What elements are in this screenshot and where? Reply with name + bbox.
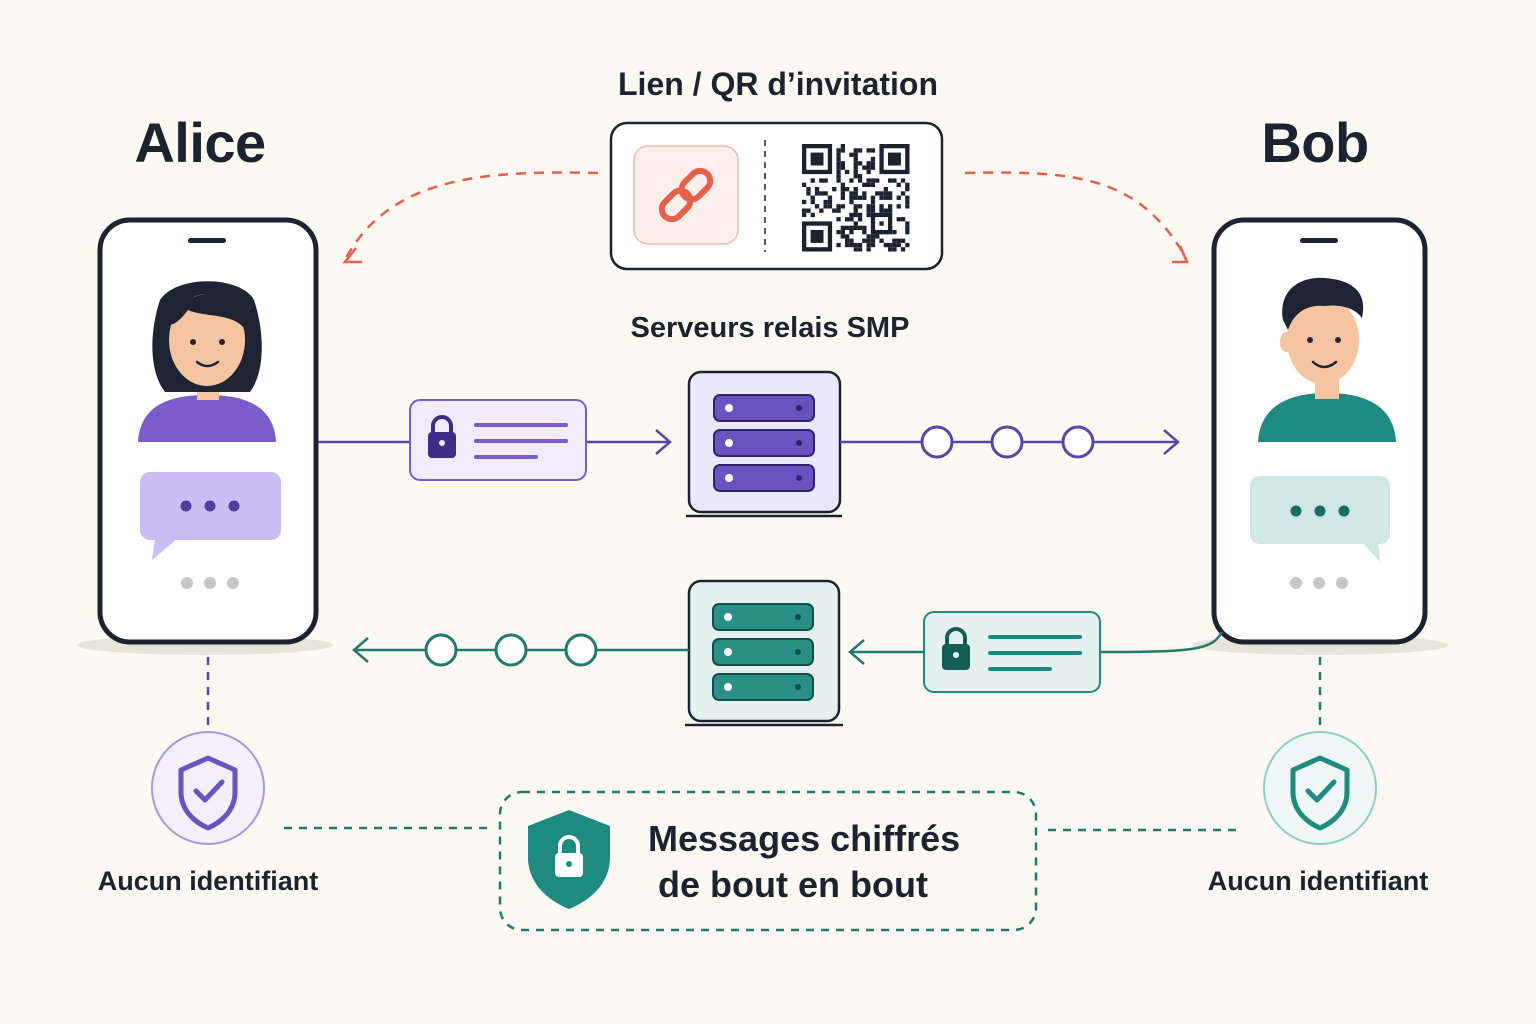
relay-title: Serveurs relais SMP <box>630 312 910 344</box>
alice-chat-bubble <box>140 472 281 560</box>
bob-no-identifier-label: Aucun identifiant <box>1207 866 1429 896</box>
encrypted-message-icon <box>923 611 1101 693</box>
bob-chat-bubble <box>1250 476 1390 562</box>
link-icon[interactable] <box>633 145 739 245</box>
lock-shield-icon <box>528 810 610 909</box>
alice-phone <box>77 217 333 655</box>
invite-arrow-to-bob <box>964 171 1188 259</box>
e2e-line-2: de bout en bout <box>658 864 928 905</box>
bob-phone <box>1192 217 1448 655</box>
bob-name: Bob <box>1261 111 1369 174</box>
e2e-encryption-box <box>498 790 1038 932</box>
alice-shield-icon <box>151 731 265 845</box>
e2e-title: Messages chiffrés de bout en bout <box>648 816 1018 908</box>
flow-alice-to-bob <box>318 370 1180 518</box>
alice-no-identifier-label: Aucun identifiant <box>97 866 319 896</box>
e2e-line-1: Messages chiffrés <box>648 818 961 859</box>
smp-server-icon <box>685 579 843 727</box>
invite-title: Lien / QR d’invitation <box>618 66 938 102</box>
encrypted-message-icon <box>409 399 587 481</box>
bob-shield-icon <box>1263 731 1377 845</box>
invite-card[interactable] <box>609 121 944 271</box>
alice-name: Alice <box>134 111 266 174</box>
flow-bob-to-alice <box>352 579 1224 727</box>
smp-server-icon <box>686 370 842 518</box>
alice-avatar <box>138 281 276 442</box>
bob-avatar <box>1258 277 1396 442</box>
invite-arrow-to-alice <box>344 171 599 259</box>
qr-code-icon[interactable] <box>802 144 910 252</box>
